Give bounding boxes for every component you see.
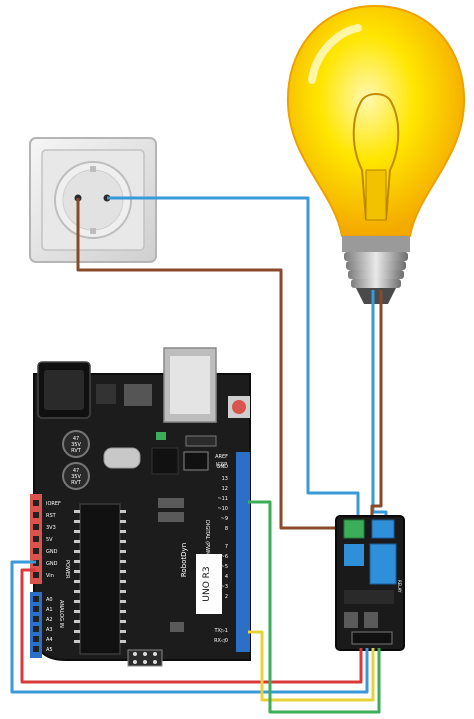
svg-text:35V: 35V bbox=[71, 474, 81, 480]
svg-text:RX◁0: RX◁0 bbox=[214, 638, 228, 644]
svg-text:RobotDyn: RobotDyn bbox=[180, 543, 188, 577]
svg-text:GND: GND bbox=[217, 464, 229, 470]
svg-text:~11: ~11 bbox=[217, 496, 228, 502]
svg-text:3V3: 3V3 bbox=[46, 525, 56, 531]
svg-text:DIGITAL (PWM~): DIGITAL (PWM~) bbox=[204, 520, 210, 562]
svg-text:~9: ~9 bbox=[221, 516, 228, 522]
svg-text:4: 4 bbox=[225, 574, 228, 580]
signal-wires bbox=[10, 500, 381, 714]
capacitor-2: 47 35V RVT bbox=[62, 462, 90, 490]
svg-text:A1: A1 bbox=[46, 607, 53, 613]
svg-text:47: 47 bbox=[73, 468, 79, 474]
svg-text:UNO R3: UNO R3 bbox=[202, 566, 212, 601]
svg-text:2: 2 bbox=[225, 594, 228, 600]
wall-socket-icon bbox=[29, 137, 157, 263]
svg-text:RST: RST bbox=[46, 513, 57, 519]
svg-text:A0: A0 bbox=[46, 597, 53, 603]
svg-text:5V: 5V bbox=[46, 537, 53, 543]
svg-text:Vin: Vin bbox=[46, 573, 54, 579]
icsp-header bbox=[127, 649, 163, 667]
svg-text:A2: A2 bbox=[46, 617, 53, 623]
svg-text:GND: GND bbox=[46, 549, 58, 555]
svg-text:IOREF: IOREF bbox=[46, 501, 61, 507]
svg-text:A4: A4 bbox=[46, 637, 53, 643]
mcu-pins-left bbox=[74, 510, 80, 643]
relay-module: RELAY bbox=[335, 515, 405, 651]
svg-text:RVT: RVT bbox=[71, 480, 82, 486]
svg-text:35V: 35V bbox=[71, 442, 81, 448]
svg-text:AREF: AREF bbox=[215, 454, 228, 460]
svg-text:TX▷1: TX▷1 bbox=[213, 628, 228, 634]
svg-text:~5: ~5 bbox=[221, 564, 228, 570]
svg-text:12: 12 bbox=[222, 486, 228, 492]
light-bulb-icon bbox=[286, 4, 466, 304]
svg-text:GND: GND bbox=[46, 561, 58, 567]
digital-header: AREF GND 13 12 ~11 ~10 ~9 8 7 ~6 ~5 4 ~3… bbox=[204, 452, 250, 652]
svg-text:ANALOG IN: ANALOG IN bbox=[58, 600, 64, 628]
svg-text:7: 7 bbox=[225, 544, 228, 550]
svg-text:POWER: POWER bbox=[64, 560, 70, 579]
svg-text:ICSP: ICSP bbox=[216, 462, 227, 468]
svg-text:~3: ~3 bbox=[221, 584, 228, 590]
svg-text:A3: A3 bbox=[46, 627, 53, 633]
svg-text:13: 13 bbox=[222, 476, 228, 482]
svg-text:47: 47 bbox=[73, 436, 79, 442]
capacitor-1: 47 35V RVT bbox=[62, 430, 90, 458]
mcu-pins-right bbox=[120, 510, 126, 643]
svg-text:A5: A5 bbox=[46, 647, 53, 653]
svg-text:8: 8 bbox=[225, 526, 228, 532]
svg-text:RVT: RVT bbox=[71, 448, 82, 454]
svg-text:~10: ~10 bbox=[217, 506, 228, 512]
analog-header: A0 A1 A2 A3 A4 A5 ANALOG IN bbox=[30, 592, 64, 658]
arduino-uno-board: 47 35V RVT 47 35V RVT bbox=[30, 347, 251, 667]
svg-text:~6: ~6 bbox=[221, 554, 228, 560]
svg-text:RELAY: RELAY bbox=[397, 580, 402, 593]
